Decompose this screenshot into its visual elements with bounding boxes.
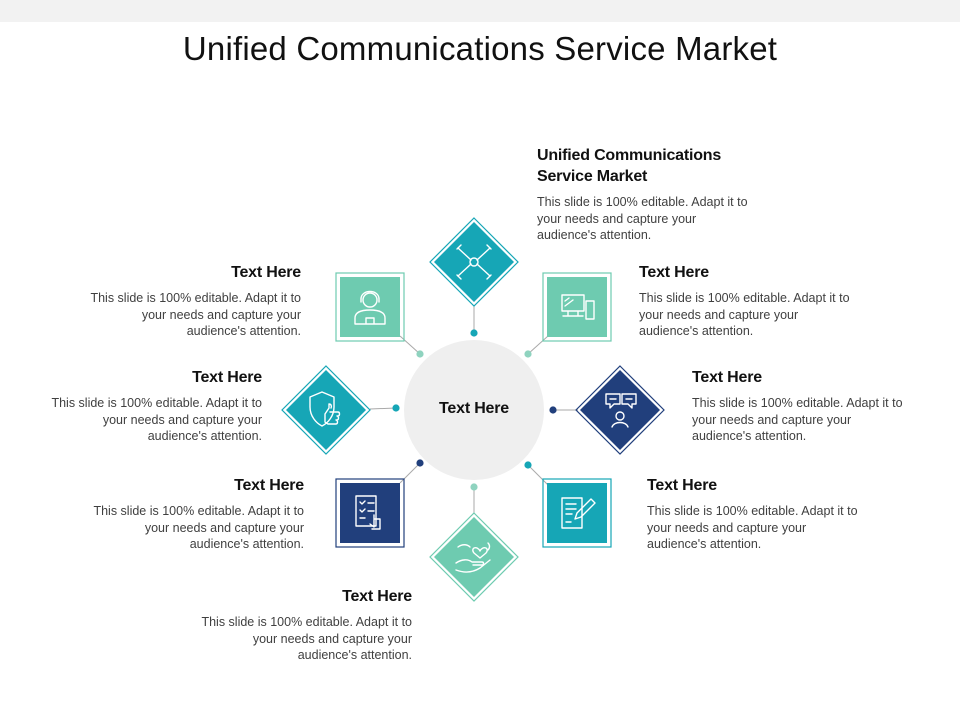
heading-bottom-left: Text Here (234, 477, 304, 494)
connector-top-right (527, 335, 549, 355)
connector-bottom-right (527, 464, 549, 486)
center-hub (404, 340, 544, 480)
devices-icon (561, 294, 595, 320)
diamond-right (580, 370, 660, 450)
connector-dot-bottom-left (416, 459, 424, 467)
heading-bottom: Text Here (342, 588, 412, 605)
heading-top-right: Text Here (639, 264, 709, 281)
body-top-right: This slide is 100% editable. Adapt it to… (639, 291, 850, 338)
center-label: Text Here (439, 400, 509, 417)
checklist-touch-icon (355, 495, 381, 530)
connector-left (369, 407, 397, 410)
connector-dot-right (549, 406, 557, 414)
node-right (549, 365, 665, 455)
text-block-left: Text Here This slide is 100% editable. A… (47, 367, 262, 445)
connector-dot-top (470, 329, 478, 337)
body-bottom-left: This slide is 100% editable. Adapt it to… (93, 504, 304, 551)
care-hands-icon (455, 542, 491, 573)
square-outline-bottom-right (542, 478, 612, 548)
text-block-right: Text Here This slide is 100% editable. A… (692, 367, 907, 445)
node-top-right (524, 272, 612, 358)
top-bar (0, 0, 960, 22)
heading-top-left: Text Here (231, 264, 301, 281)
square-outline-top-left (335, 272, 405, 342)
body-top-left: This slide is 100% editable. Adapt it to… (90, 291, 301, 338)
page-title: Unified Communications Service Market (182, 30, 778, 67)
heading-left: Text Here (192, 369, 262, 386)
heading-bottom-right: Text Here (647, 477, 717, 494)
node-bottom (429, 483, 519, 602)
diamond-outline-bottom (429, 512, 519, 602)
node-bottom-right (524, 461, 612, 548)
text-block-bottom-right: Text Here This slide is 100% editable. A… (647, 475, 862, 553)
heading-top: Unified Communications Service Market (537, 147, 722, 185)
edit-document-icon (561, 497, 596, 529)
square-outline-bottom-left (335, 478, 405, 548)
node-top (429, 217, 519, 337)
thumbs-up-shield-icon (309, 391, 341, 427)
support-agent-icon (354, 290, 386, 325)
square-top-right (547, 277, 607, 337)
connector-top-left (399, 335, 421, 355)
heading-right: Text Here (692, 369, 762, 386)
feedback-chat-icon (605, 393, 637, 428)
text-block-bottom: Text Here This slide is 100% editable. A… (192, 586, 412, 664)
connector-bottom-left (399, 462, 421, 484)
body-bottom: This slide is 100% editable. Adapt it to… (201, 615, 412, 662)
node-left (281, 365, 400, 455)
node-top-left (335, 272, 424, 358)
body-left: This slide is 100% editable. Adapt it to… (51, 396, 262, 443)
text-block-top-left: Text Here This slide is 100% editable. A… (86, 262, 301, 340)
square-outline-top-right (542, 272, 612, 342)
body-right: This slide is 100% editable. Adapt it to… (692, 396, 903, 443)
text-block-bottom-left: Text Here This slide is 100% editable. A… (84, 475, 304, 553)
body-bottom-right: This slide is 100% editable. Adapt it to… (647, 504, 858, 551)
body-top: This slide is 100% editable. Adapt it to… (537, 195, 748, 242)
diamond-outline-top (429, 217, 519, 307)
connector-dot-bottom-right (524, 461, 532, 469)
connector-dot-bottom (470, 483, 478, 491)
diamond-top (434, 222, 514, 302)
diamond-outline-right (575, 365, 665, 455)
text-block-top-right: Text Here This slide is 100% editable. A… (639, 262, 854, 340)
connector-dot-left (392, 404, 400, 412)
diamond-left (286, 370, 366, 450)
connector-dot-top-left (416, 350, 424, 358)
diamond-bottom (434, 517, 514, 597)
teamwork-hands-icon (456, 244, 492, 280)
square-bottom-left (340, 483, 400, 543)
diamond-outline-left (281, 365, 371, 455)
node-bottom-left (335, 459, 424, 548)
connector-dot-top-right (524, 350, 532, 358)
text-block-top: Unified Communications Service Market Th… (537, 145, 767, 244)
